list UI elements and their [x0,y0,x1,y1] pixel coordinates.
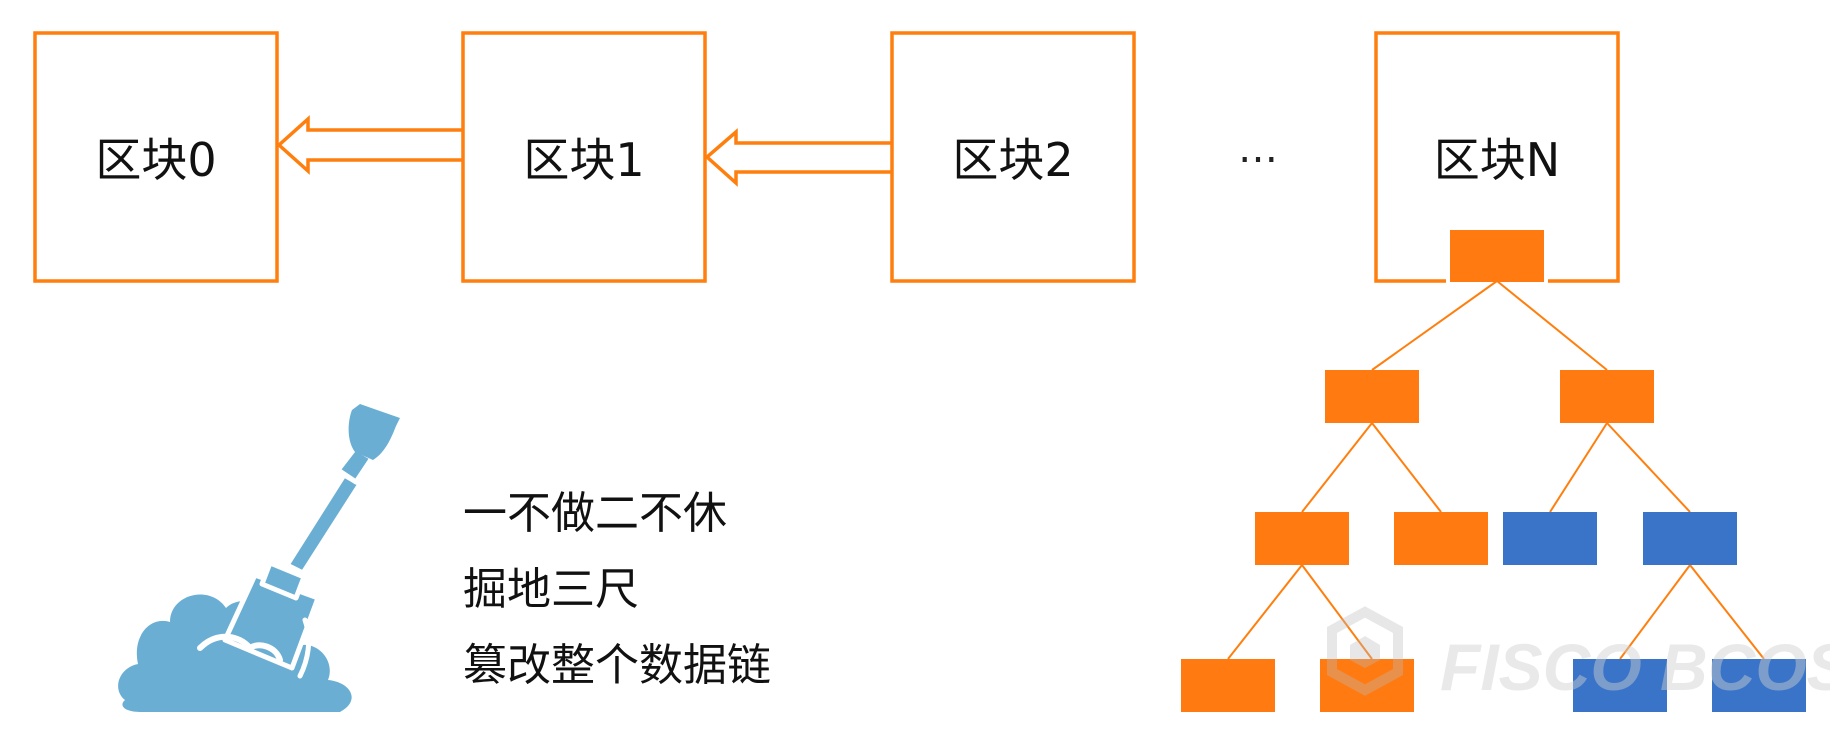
merkle-node-blue [1503,512,1597,565]
ellipsis-label: … [1238,126,1278,172]
merkle-node [1560,370,1654,423]
merkle-node [1325,370,1419,423]
merkle-node [1255,512,1349,565]
caption-line-2: 掘地三尺 [463,564,639,615]
arrow-block1-to-block0 [276,115,463,175]
merkle-leaf-node [1320,659,1414,712]
merkle-node [1394,512,1488,565]
caption-line-1: 一不做二不休 [463,488,727,539]
fisco-bcos-watermark: FISCO BCOS [1440,630,1830,704]
merkle-leaf-node [1181,659,1275,712]
block-1-label: 区块1 [523,133,644,187]
block-0-label: 区块0 [95,133,216,187]
block-2-label: 区块2 [952,133,1073,187]
merkle-root-node [1450,230,1544,282]
caption-line-3: 篡改整个数据链 [463,640,771,691]
shovel-in-dirt-icon [118,404,400,712]
arrow-block2-to-block1 [704,128,892,187]
merkle-nodes [1181,230,1806,712]
block-n: 区块N [1374,31,1620,283]
merkle-leaf-node-blue [1712,659,1806,712]
merkle-leaf-node-blue [1573,659,1667,712]
block-2: 区块2 [890,31,1136,283]
merkle-tree [1227,280,1765,660]
fisco-bcos-logo-icon [1327,606,1403,696]
block-1: 区块1 [461,31,707,283]
block-0: 区块0 [33,31,279,283]
block-n-label: 区块N [1434,133,1560,187]
merkle-node-blue [1643,512,1737,565]
